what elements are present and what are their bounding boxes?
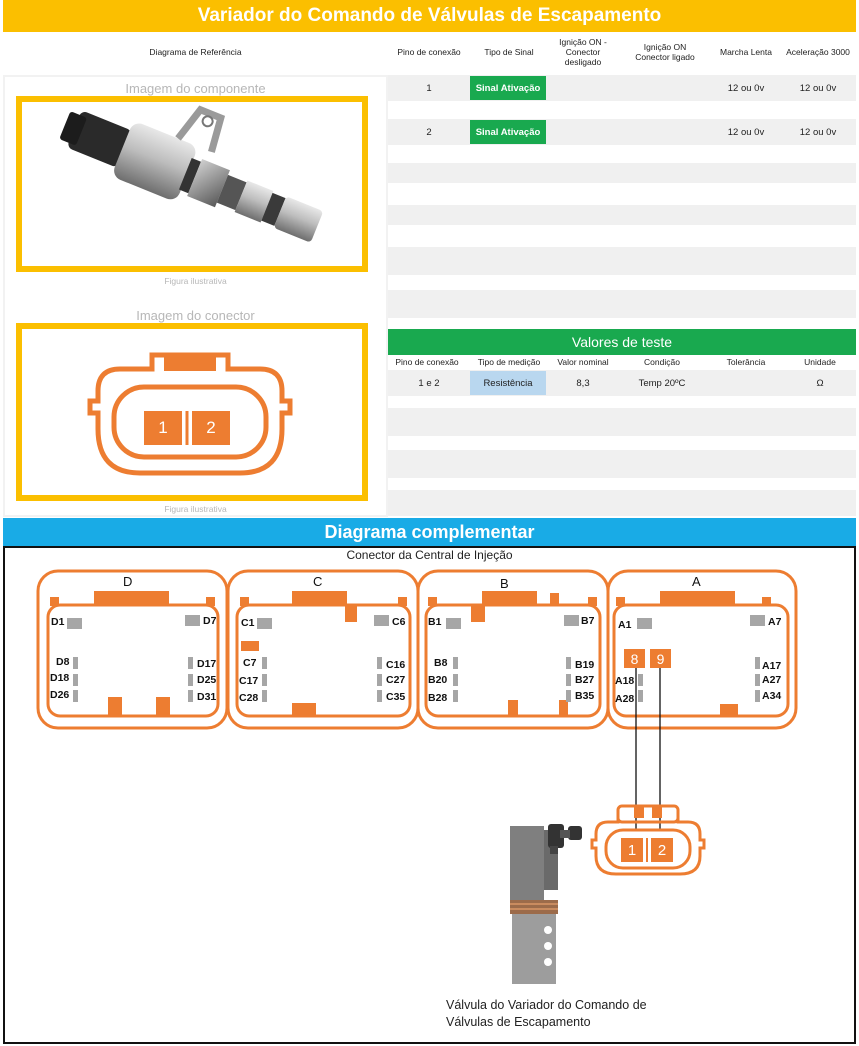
pin-label-c17: C17 — [239, 675, 259, 687]
valve-label-line-2: Válvulas de Escapamento — [446, 1014, 591, 1029]
table-row — [388, 119, 856, 145]
row1-idle: 12 ou 0v — [727, 82, 765, 94]
tv-row1-type: Resistência — [470, 371, 546, 395]
complementary-frame — [3, 546, 856, 1044]
tv-header-nominal: Valor nominal — [557, 357, 609, 368]
pin-label-a34: A34 — [762, 690, 782, 702]
table-row — [388, 290, 856, 318]
pin-label-d8: D8 — [56, 656, 70, 668]
pin-label-c7: C7 — [243, 657, 257, 669]
pin-label-a7: A7 — [768, 616, 782, 628]
pin-label-c27: C27 — [386, 674, 406, 686]
valve-label: Válvula do Variador do Comando de Válvul… — [446, 997, 647, 1031]
pin-label-c1: C1 — [241, 617, 255, 629]
block-c-label: C — [313, 574, 323, 589]
valve-connector-pin-2: 2 — [657, 841, 667, 859]
pin-label-b35: B35 — [575, 690, 595, 702]
col-header-accel: Aceleração 3000 — [786, 47, 850, 58]
col-header-ign-off: Ignição ON - Conector desligado — [559, 37, 607, 67]
tv-header-condition: Condição — [644, 357, 680, 368]
pin-label-b1: B1 — [428, 616, 442, 628]
row1-accel: 12 ou 0v — [799, 82, 837, 94]
connector-pin-1: 1 — [158, 418, 168, 437]
table-row — [388, 205, 856, 225]
connector-image-frame: 1 2 — [16, 323, 368, 501]
pin-label-d31: D31 — [197, 691, 217, 703]
pin-label-d18: D18 — [50, 672, 70, 684]
component-image-frame — [16, 96, 368, 272]
table-row — [388, 490, 856, 516]
complementary-title: Diagrama complementar — [3, 518, 856, 546]
valve-drawing — [510, 824, 582, 984]
test-values-title: Valores de teste — [388, 329, 856, 355]
component-figure-note: Figura ilustrativa — [164, 276, 227, 286]
connector-figure-note: Figura ilustrativa — [164, 504, 227, 514]
ecu-connector-label: Conector da Central de Injeção — [346, 548, 513, 562]
row2-signal: Sinal Ativação — [470, 120, 546, 144]
valve-component-image — [60, 105, 323, 242]
row2-idle: 12 ou 0v — [727, 126, 765, 138]
tv-row1-pin: 1 e 2 — [418, 377, 440, 389]
pin-label-b8: B8 — [434, 657, 448, 669]
pin-label-d17: D17 — [197, 658, 217, 670]
ecu-pin-8: 8 — [630, 650, 639, 667]
tv-header-tolerance: Tolerância — [726, 357, 766, 368]
pin-label-c6: C6 — [392, 616, 406, 628]
pin-label-b28: B28 — [428, 692, 448, 704]
valve-label-line-1: Válvula do Variador do Comando de — [446, 998, 647, 1012]
pin-label-b19: B19 — [575, 659, 595, 671]
pin-label-b7: B7 — [581, 615, 595, 627]
pin-label-c16: C16 — [386, 659, 406, 671]
ecu-pin-9: 9 — [656, 650, 665, 667]
row2-accel: 12 ou 0v — [799, 126, 837, 138]
row1-signal: Sinal Ativação — [470, 76, 546, 100]
pin-label-c28: C28 — [239, 692, 259, 704]
table-row — [388, 450, 856, 478]
table-row — [388, 75, 856, 101]
table-row — [388, 247, 856, 275]
pin-label-a17: A17 — [762, 660, 782, 672]
pin-label-a18: A18 — [615, 675, 635, 687]
row2-pin: 2 — [426, 126, 432, 138]
pin-label-b20: B20 — [428, 674, 448, 686]
block-b-label: B — [500, 576, 509, 591]
tv-row1-unit: Ω — [816, 377, 824, 389]
tv-header-unit: Unidade — [804, 357, 836, 368]
col-header-signal: Tipo de Sinal — [484, 47, 534, 58]
row1-pin: 1 — [426, 82, 432, 94]
pin-label-a1: A1 — [618, 619, 632, 631]
pin-label-b27: B27 — [575, 674, 595, 686]
pin-label-c35: C35 — [386, 691, 406, 703]
col-header-diagram: Diagrama de Referência — [149, 47, 242, 58]
tv-row1-condition: Temp 20ºC — [638, 377, 686, 389]
table-row — [388, 163, 856, 183]
tv-header-type: Tipo de medição — [477, 357, 541, 368]
pin-label-d1: D1 — [51, 616, 65, 628]
connector-pin-2: 2 — [206, 418, 216, 437]
connector-caption: Imagem do conector — [136, 308, 255, 323]
pin-label-d25: D25 — [197, 674, 217, 686]
pin-label-d26: D26 — [50, 689, 70, 701]
component-caption: Imagem do componente — [125, 81, 266, 96]
col-header-ign-on: Ignição ON Conector ligado — [635, 42, 695, 62]
col-header-idle: Marcha Lenta — [720, 47, 772, 58]
valve-connector-pin-1: 1 — [627, 841, 637, 859]
table-row — [388, 408, 856, 436]
block-a-label: A — [692, 574, 701, 589]
page-title: Variador do Comando de Válvulas de Escap… — [3, 0, 856, 32]
pin-label-a27: A27 — [762, 674, 782, 686]
connector-drawing — [87, 352, 293, 476]
tv-header-pin: Pino de conexão — [395, 357, 459, 368]
block-d-label: D — [123, 574, 133, 589]
tv-row1-nominal: 8,3 — [576, 377, 590, 389]
pin-label-a28: A28 — [615, 693, 635, 705]
col-header-pin: Pino de conexão — [397, 47, 461, 58]
table-row — [388, 370, 856, 396]
pin-label-d7: D7 — [203, 615, 217, 627]
